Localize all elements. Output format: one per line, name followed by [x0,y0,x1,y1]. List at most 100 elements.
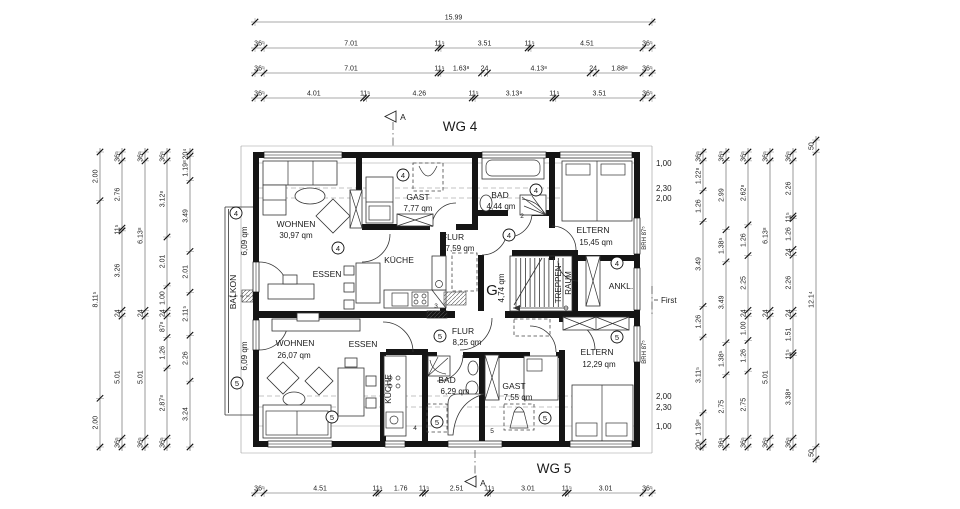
dim-label: 3.11⁵ [696,367,703,383]
dim-label: 2.00 [93,416,100,430]
toilet [467,360,479,376]
dim-label: 36⁵ [642,486,653,493]
dim-label: 11⁵ [549,91,559,98]
dim-label: 11⁵ [360,91,370,98]
armchair [304,366,334,396]
svg-text:1,00: 1,00 [656,422,672,431]
dim-label: 2.00 [93,169,100,183]
room-area: 6,29 qm [441,387,470,396]
dim-label: 1.26 [696,199,703,213]
balcony-area: 6,09 qm [240,226,249,255]
dim-label: 6.13⁸ [138,227,145,244]
room-label: ESSEN [313,269,342,279]
dim-label: 36⁵ [763,151,770,162]
dim-label: 11⁵ [484,486,494,493]
skylight [513,318,551,337]
dim-label: 36⁵ [160,151,167,162]
doormat [443,291,467,306]
dim-label: 3.24 [183,407,190,421]
wall-digits: 2 3 4 5 [413,213,524,435]
badge-wohnen-5: 5 [325,410,339,424]
dim-label: 4.51 [313,486,327,493]
ridge-marker: First [651,286,677,314]
dim-label: 36⁵ [254,41,265,48]
badge-eltern-5: 5 [610,330,624,344]
dim-label: 11⁵ [786,212,793,222]
badge-flur-5: 5 [433,329,447,343]
svg-text:5: 5 [330,413,334,422]
eltern-bed [571,384,634,442]
dim-label: 20⁴ [183,149,190,160]
svg-text:5: 5 [235,379,239,388]
dim-label: 36⁵ [696,151,703,162]
gast-bed [365,176,394,224]
dim-label: 3.49 [183,209,190,223]
room-area: 30,97 qm [279,231,313,240]
skylight [451,252,478,292]
room-label: KÜCHE [384,255,414,265]
coffee-table [294,187,326,205]
dim-label: 1.26 [160,346,167,360]
svg-text:4: 4 [234,209,238,218]
dim-label: 36⁵ [786,151,793,162]
dim-label: 3.51 [478,41,492,48]
dim-label: 50 [809,142,816,150]
coffee-table [282,391,306,407]
dim-label: 2.76 [115,188,122,202]
dim-label: 36⁵ [719,151,726,162]
desk [267,283,315,300]
svg-text:5: 5 [435,418,439,427]
dim-label: 4.01 [307,91,321,98]
svg-text:2,00: 2,00 [656,392,672,401]
dim-label: 1.26 [741,349,748,363]
dim-label: 36⁵ [160,437,167,448]
dim-label: 1.00 [741,321,748,335]
height-annotations: 1,00 2,30 2,00 2,00 2,30 1,00 [656,159,672,431]
dim-label: 3.13⁸ [506,91,523,98]
svg-text:A: A [480,478,486,488]
unit-badges: 4 4 4 4 4 4 5 5 5 5 5 5 [229,168,624,429]
dim-label: 5.01 [115,370,122,384]
dim-label: 36⁵ [642,41,653,48]
balcony-label: BALKON [228,275,238,310]
dim-label: 2.62⁸ [741,185,748,202]
svg-text:4: 4 [534,186,538,195]
dim-label: 24 [786,248,793,256]
dim-label: 1.38⁵ [719,350,726,367]
dim-label: 1.76 [394,486,408,493]
dim-label: 8.11⁵ [93,291,100,307]
dim-label: 2.87⁸ [160,395,167,412]
dim-label: 36⁵ [254,66,265,73]
roof-eaves [240,145,653,454]
sofa [262,160,338,186]
room-area: 15,45 qm [579,238,613,247]
dim-label: 20⁴ [696,439,703,450]
badge-eltern-4: 4 [610,256,624,270]
room-label: GAST [406,192,429,202]
dim-label: 2.11⁵ [183,306,190,322]
dim-label: 36⁵ [763,437,770,448]
dim-label: 24 [786,309,793,317]
svg-text:4: 4 [401,171,405,180]
dim-label: 3.49 [696,257,703,271]
room-label: WOHNEN [277,219,316,229]
svg-text:3: 3 [434,303,438,310]
room-label: ELTERN [581,347,614,357]
room-area: 4,74 qm [497,273,506,302]
room-label: ESSEN [349,339,378,349]
dim-label: 3.01 [599,486,613,493]
room-label: KÜCHE [383,374,393,404]
dim-label: 11⁵ [524,41,534,48]
svg-text:BRH 87⁵: BRH 87⁵ [641,226,648,250]
shower [519,194,547,216]
dim-label: 3.01 [521,486,535,493]
dim-label: 4.13⁸ [531,66,548,73]
